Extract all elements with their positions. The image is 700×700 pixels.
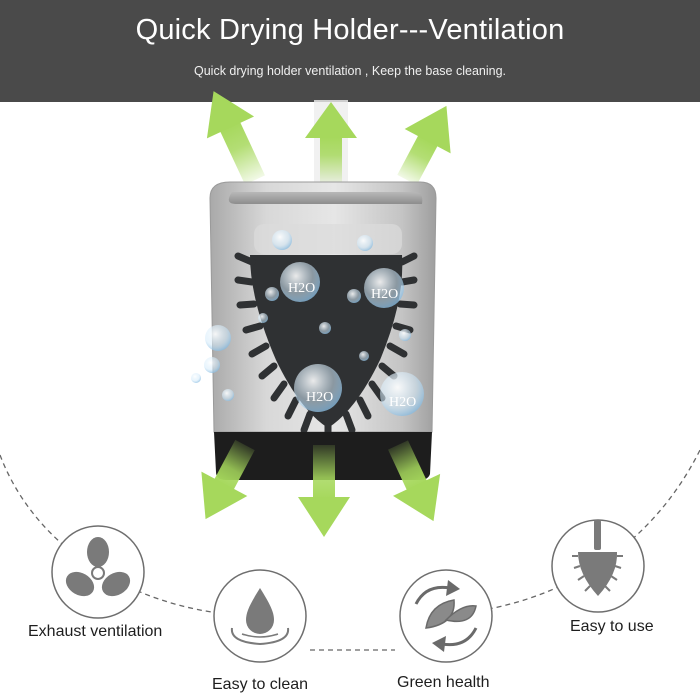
feature-green-health (399, 569, 493, 663)
bubble-icon (380, 372, 424, 416)
arrow-down-right-icon (388, 440, 441, 522)
bubble-icon (359, 351, 369, 361)
bubble-icon (319, 322, 331, 334)
feature-exhaust-ventilation (51, 525, 145, 619)
bubble-icon (357, 235, 373, 251)
water-drop-icon (230, 588, 290, 646)
bubble-icon (222, 389, 234, 401)
h2o-label: H2O (306, 390, 333, 405)
bubble-icon (364, 268, 404, 308)
feature-label-easy-to-use: Easy to use (570, 618, 654, 635)
bubble-icon (205, 325, 231, 351)
bubble-icon (265, 287, 279, 301)
leaf-recycle-icon (414, 580, 478, 652)
feature-label-exhaust-ventilation: Exhaust ventilation (28, 623, 163, 640)
feature-easy-to-clean (213, 569, 307, 663)
silicone-brush-head (234, 252, 418, 442)
bubble-icon (399, 329, 411, 341)
banner-title: Quick Drying Holder---Ventilation (135, 14, 565, 46)
feature-label-green-health: Green health (397, 674, 490, 691)
arrow-down-center-icon (298, 445, 350, 537)
feature-easy-to-use (551, 519, 645, 613)
arrow-up-right-icon (397, 105, 451, 186)
banner-subtitle: Quick drying holder ventilation , Keep t… (194, 64, 506, 78)
feature-label-easy-to-clean: Easy to clean (212, 676, 309, 693)
silicone-brush-icon (572, 520, 623, 596)
h2o-label: H2O (389, 395, 416, 410)
fan-icon (65, 537, 131, 597)
water-bubbles (191, 230, 424, 416)
h2o-label: H2O (371, 287, 398, 302)
h2o-label: H2O (288, 281, 315, 296)
bubble-icon (204, 357, 220, 373)
bubble-icon (191, 373, 201, 383)
bubble-icon (272, 230, 292, 250)
bubble-icon (258, 313, 268, 323)
arrow-up-left-icon (206, 91, 265, 185)
bubble-icon (294, 364, 342, 412)
arrow-up-center-icon (305, 102, 357, 182)
bubble-icon (347, 289, 361, 303)
header-banner: Quick Drying Holder---Ventilation Quick … (0, 0, 700, 102)
arrow-down-left-icon (201, 439, 255, 520)
bubble-icon (280, 262, 320, 302)
